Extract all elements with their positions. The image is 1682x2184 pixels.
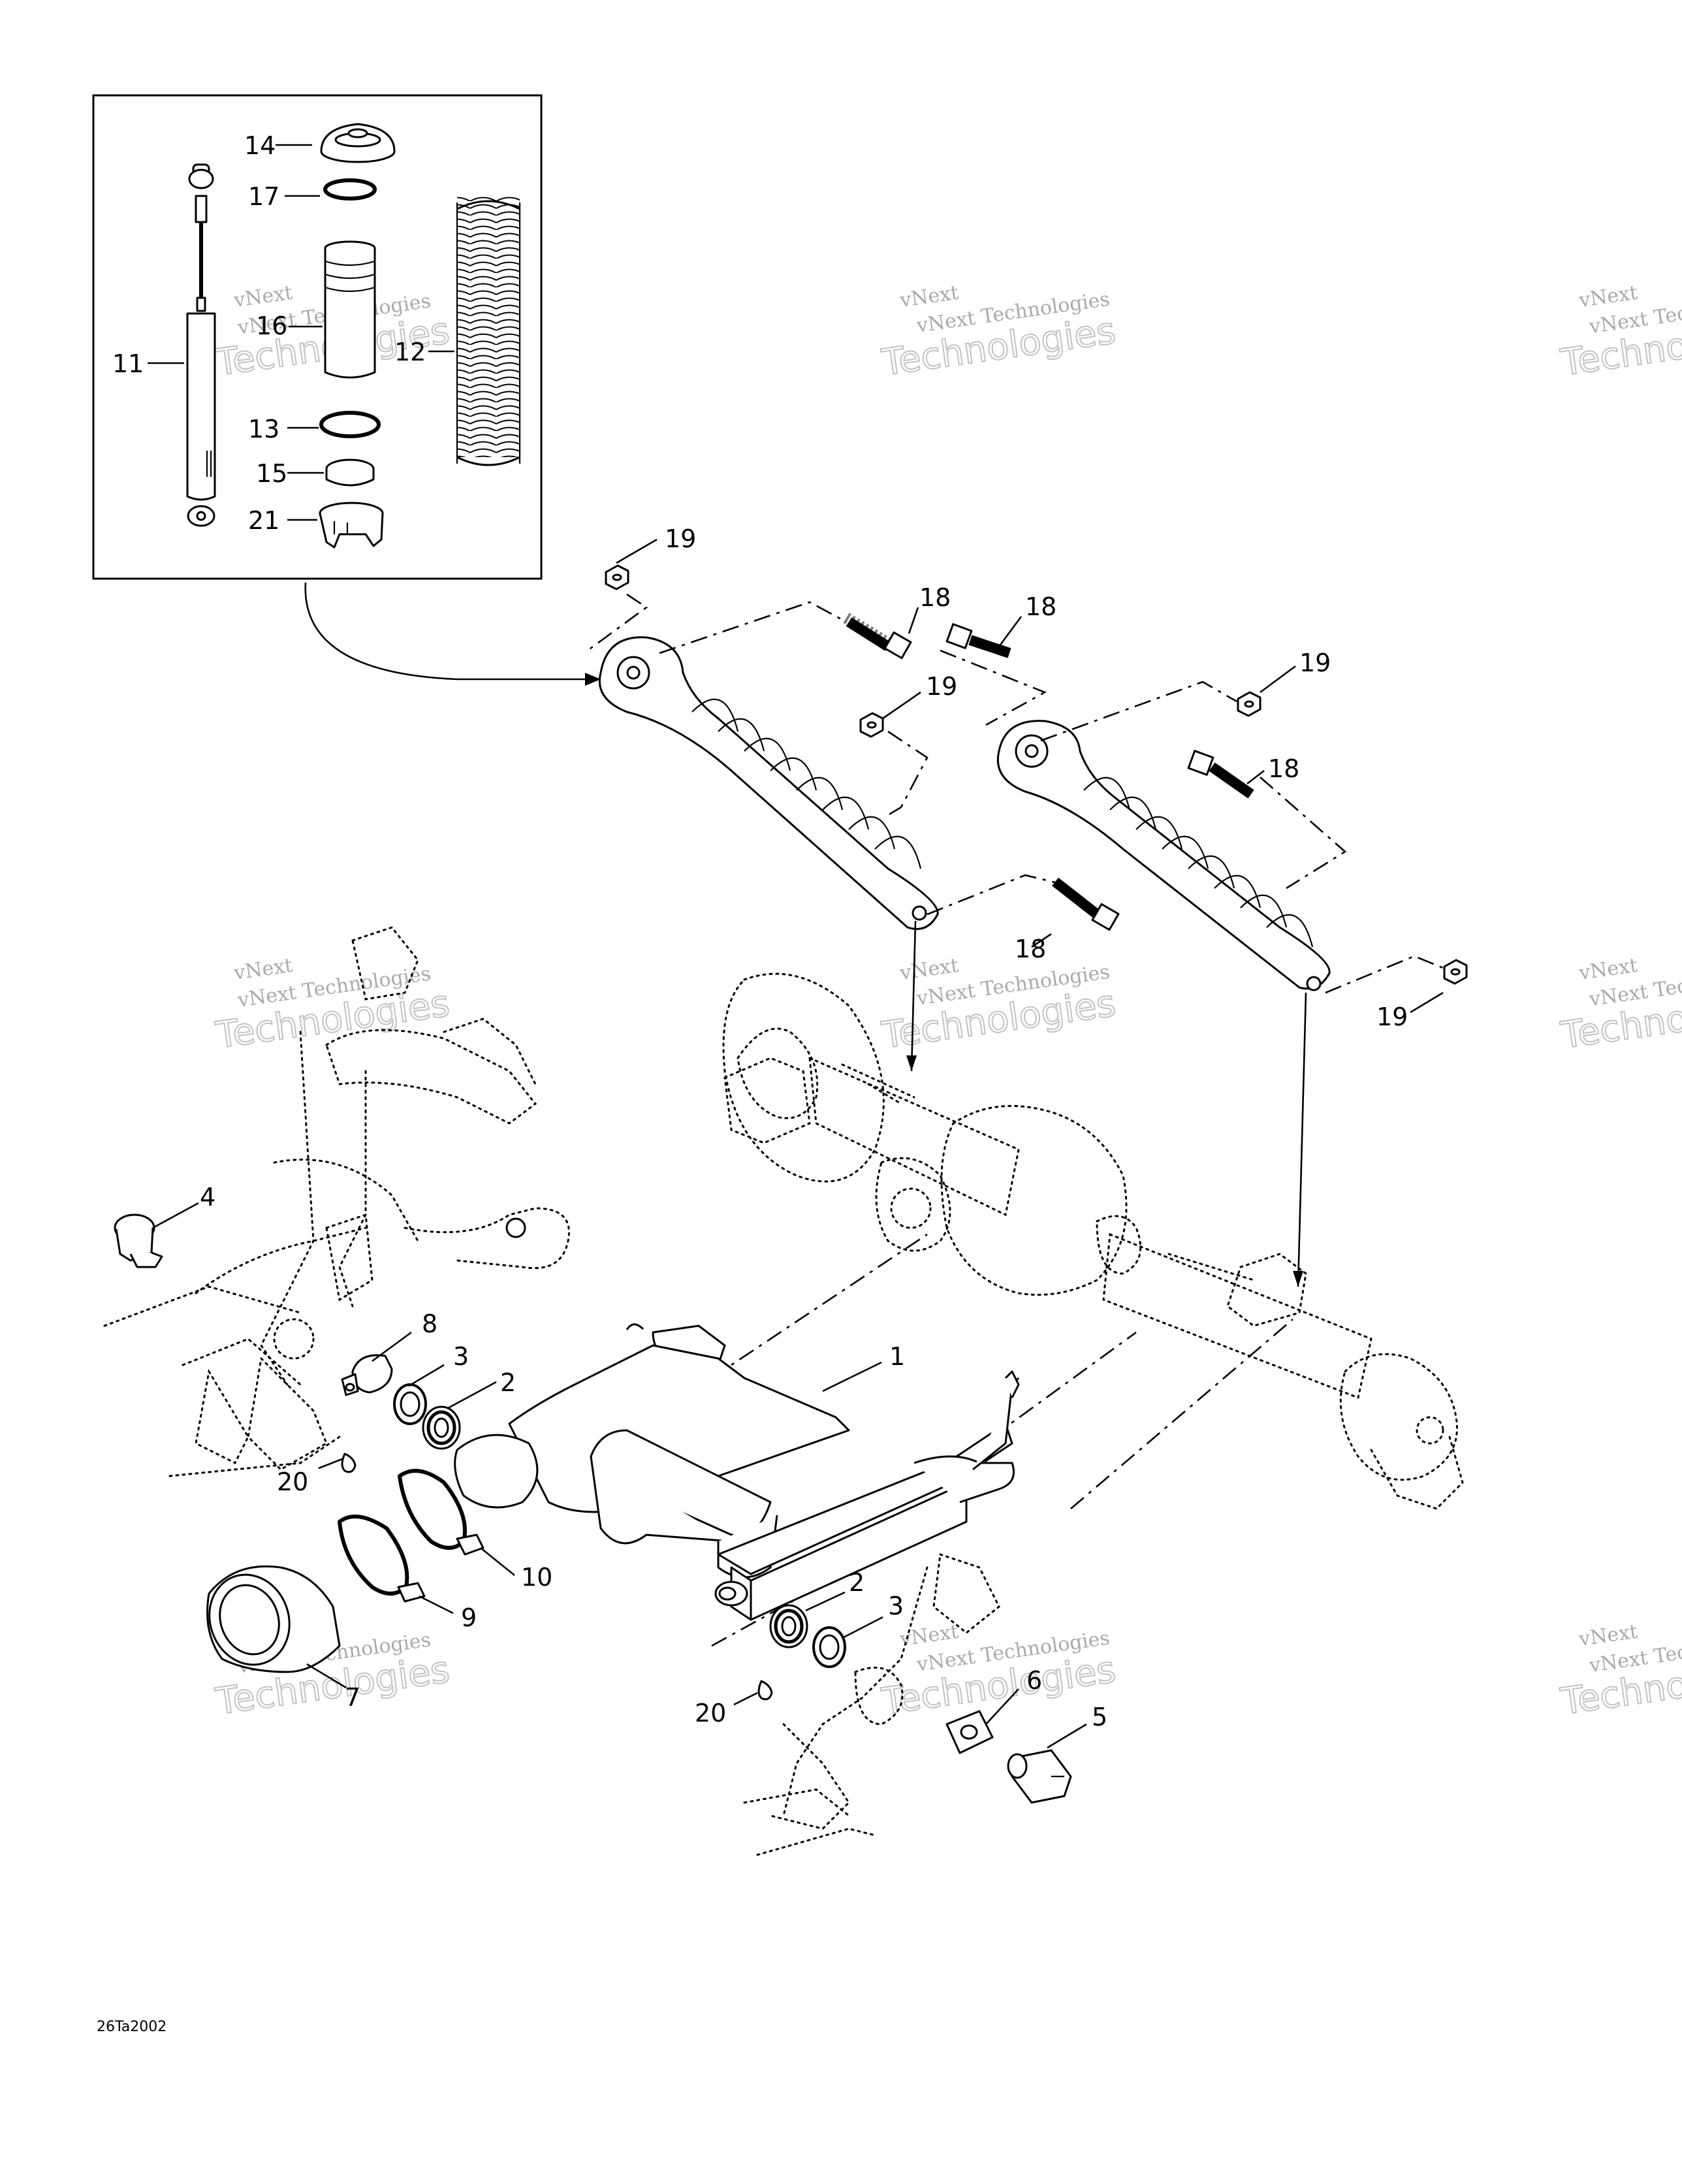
callout-18c: 18 [1268,754,1299,783]
callout-6: 6 [1026,1666,1042,1695]
watermark-brand: vNext [898,954,960,985]
inset-shock-breakdown: 14 17 16 13 15 21 11 12 [92,94,543,580]
lock-collar [325,458,375,487]
callout-3b: 3 [888,1592,904,1620]
spring-seat [319,502,384,549]
rubber-boot-part-7 [206,1565,341,1673]
coil-spring [456,196,521,466]
washer-part-6 [945,1710,994,1754]
nut-19d [1443,959,1468,985]
callout-12: 12 [394,338,426,366]
callout-18a: 18 [919,583,951,612]
retaining-ring [323,178,377,201]
callout-19d: 19 [1376,1003,1408,1031]
callout-19c: 19 [1299,649,1331,677]
callout-18b: 18 [1025,592,1056,621]
callout-8: 8 [422,1309,437,1338]
callout-21: 21 [248,506,279,535]
arrow-head [585,673,601,686]
drawing-reference-number: 26Ta2002 [97,2019,167,2035]
callout-2a: 2 [500,1368,516,1397]
vehicle-frame-right [743,1552,1000,1856]
callout-2b: 2 [849,1568,865,1597]
callout-5: 5 [1092,1703,1107,1731]
watermark-brand: vNext [1577,1620,1639,1651]
callout-7: 7 [345,1683,360,1712]
callout-20b: 20 [695,1699,726,1727]
bolt-18b [945,623,1011,658]
callout-20a: 20 [277,1468,308,1496]
callout-17: 17 [248,182,279,211]
nut-19c [1237,691,1262,717]
nut-19a [605,564,629,590]
spring-top-cap [320,123,396,163]
callout-18d: 18 [1015,935,1046,963]
watermark-brand: vNext [1577,281,1639,312]
grease-fitting-right [757,1680,773,1701]
bolt-18c [1187,750,1254,799]
seal-part-3-right [812,1626,846,1668]
rear-axle-housing [722,972,1464,1510]
callout-19a: 19 [665,524,696,553]
inset-reference-arrow [304,582,601,681]
callout-13: 13 [248,415,279,443]
callout-10: 10 [521,1563,552,1592]
watermark-brand: vNext [898,281,960,312]
watermark-brand: vNext [232,281,294,312]
grease-fitting-left [341,1453,357,1473]
seal-part-3-left [393,1383,427,1425]
clamp-part-8 [341,1354,393,1396]
callout-leaders [152,538,1444,1749]
bump-stop-part-4 [114,1213,163,1268]
bearing-part-2-left [422,1405,461,1450]
watermark-brand: vNext [1577,954,1639,985]
callout-3a: 3 [453,1342,469,1371]
callout-19b: 19 [926,672,957,701]
callout-15: 15 [256,459,287,488]
watermark-brand: vNext [232,954,294,985]
shock-absorber-body [186,163,216,527]
bolt-18d [1052,877,1120,931]
inset-frame [92,94,543,580]
callout-16: 16 [256,312,287,340]
fasteners [605,564,1468,985]
flat-washer [319,411,381,438]
callout-4: 4 [200,1183,215,1212]
boot-clamp-part-9 [338,1515,426,1603]
pivot-bolt-part-5 [1007,1749,1072,1804]
callout-14: 14 [244,131,276,160]
bump-stop-sleeve [324,240,376,379]
swing-arm [454,1323,1020,1621]
callout-1: 1 [889,1342,905,1371]
alignment-lines [587,593,1444,1647]
bolt-18a [843,613,912,660]
boot-clamp-part-10 [398,1469,484,1556]
callout-9: 9 [461,1603,477,1632]
nut-19b [859,712,884,738]
vehicle-frame-left [103,926,570,1477]
shock-absorber-left [598,636,939,930]
callout-11: 11 [112,349,144,378]
shock-absorber-right [996,720,1331,991]
bearing-part-2-right [769,1604,808,1648]
